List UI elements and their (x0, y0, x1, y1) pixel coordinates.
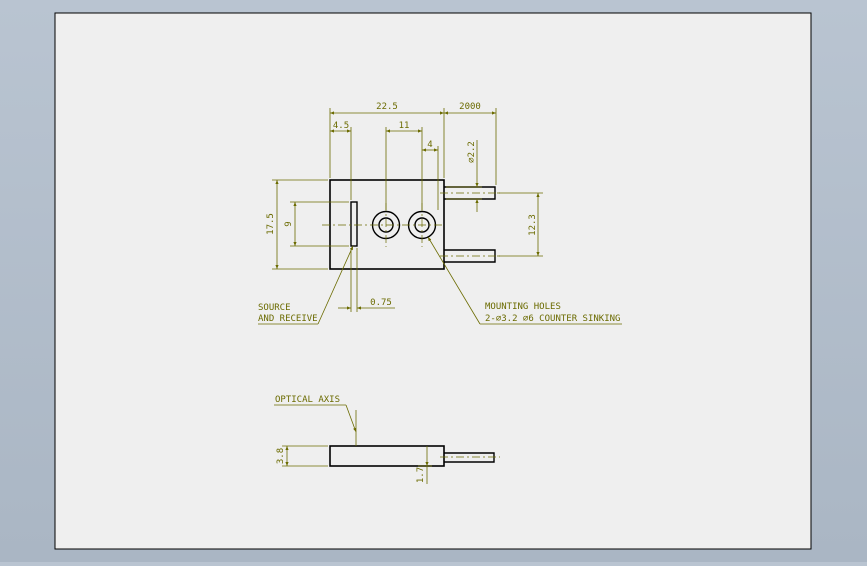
dim-text-pin-dia: ⌀2.2 (467, 141, 477, 163)
side-body-outline (329, 445, 445, 467)
dim-text-1.7: 1.7 (416, 467, 426, 483)
side-view (329, 445, 495, 467)
dim-text-2000: 2000 (459, 102, 481, 112)
side-view-text: OPTICAL AXIS 3.8 1.7 (275, 395, 426, 483)
callout-optical-axis: OPTICAL AXIS (275, 395, 340, 405)
leader-optical-axis (345, 404, 357, 433)
side-view-dimensions (274, 404, 500, 484)
leader-source (317, 245, 354, 325)
side-pin (444, 452, 495, 463)
callout-source-line1: SOURCE (258, 303, 291, 313)
callout-holes-line1: MOUNTING HOLES (485, 302, 561, 312)
dim-text-3.8: 3.8 (276, 448, 286, 464)
drawing-sheet (54, 12, 812, 550)
dim-text-4: 4 (427, 140, 432, 150)
callout-holes-line2: 2-⌀3.2 ⌀6 COUNTER SINKING (485, 314, 620, 324)
body-outline (329, 179, 445, 270)
callout-source-line2: AND RECEIVE (258, 314, 318, 324)
source-window (350, 201, 358, 247)
dim-text-9: 9 (284, 221, 294, 226)
dim-text-17.5: 17.5 (266, 213, 276, 235)
dimension-lines (258, 108, 622, 325)
dim-text-4.5: 4.5 (333, 121, 349, 131)
dim-text-12.3: 12.3 (528, 214, 538, 236)
dim-text-22.5: 22.5 (376, 102, 398, 112)
dim-text-0.75: 0.75 (370, 298, 392, 308)
leader-holes (427, 236, 481, 325)
centerlines (322, 192, 500, 257)
dimension-text: 22.5 2000 4.5 11 4 ⌀2.2 12.3 17.5 9 0.75… (258, 102, 620, 324)
dim-text-11: 11 (399, 121, 410, 131)
